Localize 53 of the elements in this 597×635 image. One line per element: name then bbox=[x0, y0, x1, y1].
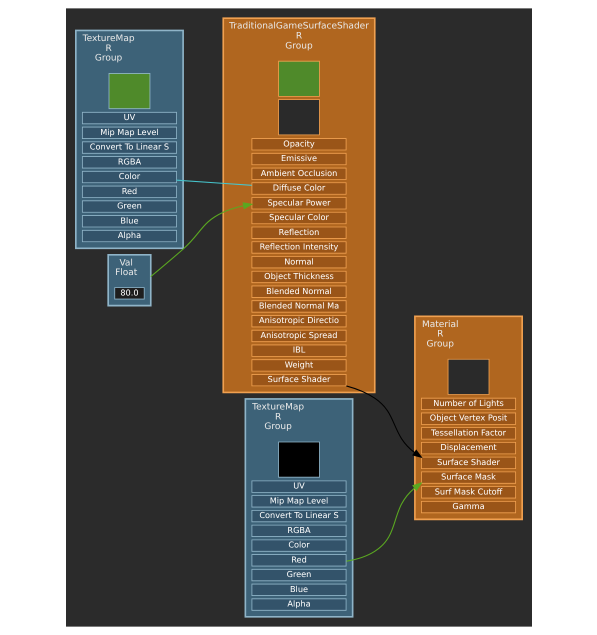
node-box: Mip Map Level bbox=[251, 495, 346, 508]
node-box: Tessellation Factor bbox=[420, 427, 516, 440]
node-box: Red bbox=[81, 186, 176, 198]
node-box: Color bbox=[251, 539, 346, 552]
node-box: IBL bbox=[251, 344, 346, 357]
node-box: Blended Normal Ma bbox=[251, 300, 346, 313]
node-box: Reflection bbox=[251, 226, 346, 239]
node-box: Object Thickness bbox=[251, 270, 346, 284]
arrow bbox=[150, 202, 253, 277]
node-box: Surface Shader bbox=[420, 456, 516, 470]
node-box: UV bbox=[81, 112, 176, 124]
node-box: Surf Mask Cutoff bbox=[420, 486, 516, 498]
node-box: Normal bbox=[251, 256, 346, 268]
node-box: Specular Power bbox=[251, 197, 346, 210]
node-box: Alpha bbox=[81, 230, 176, 242]
arrow bbox=[346, 482, 422, 562]
node-box: Green bbox=[81, 200, 176, 213]
node-box: Convert To Linear S bbox=[251, 510, 346, 522]
node-box: Blue bbox=[251, 584, 346, 596]
node-box: Red bbox=[251, 554, 346, 566]
node-box: Object Vertex Posit bbox=[420, 412, 516, 425]
node-box: Green bbox=[251, 568, 346, 582]
node-box: Blended Normal bbox=[251, 286, 346, 298]
node-box: UV bbox=[251, 480, 346, 493]
arrow bbox=[346, 385, 422, 458]
node-box: Diffuse Color bbox=[251, 182, 346, 195]
node-box: Anisotropic Directio bbox=[251, 315, 346, 328]
connector bbox=[176, 180, 252, 186]
node-box: Mip Map Level bbox=[81, 126, 176, 139]
node-box: Surface Mask bbox=[420, 471, 516, 484]
node-box: Opacity bbox=[251, 138, 346, 150]
node-box: Reflection Intensity bbox=[251, 241, 346, 254]
node-box: Color bbox=[81, 170, 176, 184]
node-box: Number of Lights bbox=[420, 398, 516, 410]
node-box: Blue bbox=[81, 215, 176, 228]
node-box: 80.0 bbox=[114, 287, 144, 300]
node-box: Alpha bbox=[251, 598, 346, 611]
node-box bbox=[278, 99, 320, 136]
node-box: Convert To Linear S bbox=[81, 141, 176, 154]
node-box: RGBA bbox=[81, 156, 176, 168]
node-box: Surface Shader bbox=[251, 374, 346, 386]
node-box bbox=[278, 442, 320, 478]
node-box bbox=[278, 60, 320, 97]
node-box: Weight bbox=[251, 359, 346, 372]
node-box: Displacement bbox=[420, 442, 516, 454]
node-box bbox=[108, 73, 150, 110]
node-box: Gamma bbox=[420, 500, 516, 514]
node-box: Emissive bbox=[251, 152, 346, 166]
node-box: Specular Color bbox=[251, 212, 346, 224]
node-box: Ambient Occlusion bbox=[251, 168, 346, 180]
node-box: Anisotropic Spread bbox=[251, 330, 346, 342]
node-box: RGBA bbox=[251, 524, 346, 537]
node-box bbox=[447, 358, 489, 395]
